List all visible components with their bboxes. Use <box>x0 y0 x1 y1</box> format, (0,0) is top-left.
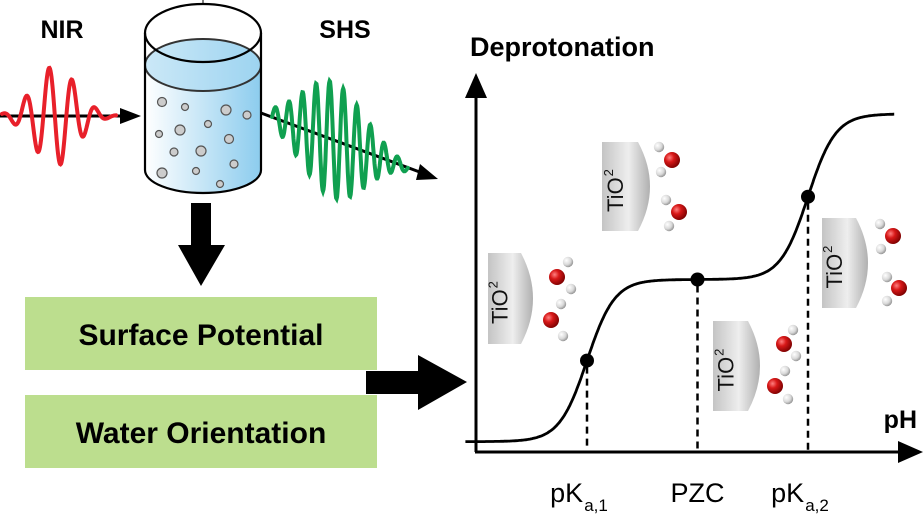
oxygen-atom <box>885 228 901 244</box>
beaker-wall <box>143 33 263 195</box>
tio2-inset-0: TiO2 <box>486 253 577 344</box>
hydrogen-atom <box>565 283 577 295</box>
incident-arrow-head <box>120 108 141 124</box>
water-molecule <box>767 365 794 405</box>
hydrogen-atom <box>787 324 799 336</box>
oxygen-atom <box>543 312 559 328</box>
x-axis-arrow <box>898 441 923 463</box>
marker-point-1 <box>690 272 705 287</box>
scattered-arrow-shaft <box>260 111 426 176</box>
water-molecule <box>543 298 569 342</box>
water-surface <box>144 38 262 92</box>
hydrogen-atom <box>653 141 665 153</box>
oxygen-atom <box>767 378 783 394</box>
hydrogen-atom <box>655 166 667 178</box>
water-molecule <box>549 256 577 295</box>
particle <box>203 119 213 129</box>
particle <box>154 129 164 139</box>
tio2-slab <box>602 142 650 231</box>
oxygen-atom <box>549 269 565 285</box>
marker-guides <box>585 202 810 450</box>
down-arrow <box>178 203 225 286</box>
tio2-label-sub: 2 <box>712 349 727 356</box>
deprotonation-curve <box>465 112 895 443</box>
particle <box>229 159 239 169</box>
water-molecule <box>881 271 907 307</box>
oxygen-atom <box>664 152 680 168</box>
x-axis-label: pH <box>884 406 917 434</box>
tio2-label-sub: 2 <box>486 281 501 288</box>
hydrogen-atom <box>875 243 887 255</box>
y-axis-label: Deprotonation <box>470 32 654 62</box>
water-orientation-label: Water Orientation <box>76 417 327 450</box>
hydrogen-atom <box>874 218 886 230</box>
water-molecule <box>776 324 802 362</box>
water-molecule <box>874 218 901 255</box>
marker-labels: pKa,1 PZC pKa,2 <box>550 478 829 515</box>
experiment-setup: NIR SHS <box>0 0 438 286</box>
marker-label-1: PZC <box>671 478 725 508</box>
tio2-label-sub: 2 <box>601 169 616 176</box>
hydrogen-atom <box>881 295 893 307</box>
oxygen-atom <box>891 280 907 296</box>
hydrogen-atom <box>555 298 567 310</box>
scattered-beam <box>260 76 438 204</box>
beaker <box>143 0 263 195</box>
outcome-boxes: Surface Potential Water Orientation <box>25 297 467 468</box>
surface-potential-label: Surface Potential <box>78 319 323 352</box>
hydrogen-atom <box>562 256 574 268</box>
marker-label-0: pKa,1 <box>550 478 608 515</box>
tio2-label-sub: 2 <box>820 246 835 253</box>
tio2-inset-1: TiO2 <box>601 141 687 232</box>
right-arrow <box>366 355 467 410</box>
incident-beam <box>0 65 141 167</box>
shs-wave <box>270 76 410 204</box>
oxygen-atom <box>671 204 687 220</box>
hydrogen-atom <box>782 393 794 405</box>
hydrogen-atom <box>881 271 893 283</box>
particle <box>195 145 207 157</box>
tio2-slab <box>822 218 868 308</box>
particle <box>174 124 186 136</box>
y-axis-arrow <box>465 73 487 98</box>
hydrogen-atom <box>557 330 569 342</box>
water-orientation-box <box>25 395 377 468</box>
water-molecule <box>653 141 680 178</box>
hydrogen-atom <box>790 350 802 362</box>
marker-point-2 <box>801 189 815 204</box>
particle <box>169 147 179 157</box>
shs-label: SHS <box>319 16 370 44</box>
tio2-slab <box>488 253 533 344</box>
marker-point-0 <box>580 353 594 368</box>
nir-label: NIR <box>40 16 83 44</box>
particles <box>154 96 252 189</box>
particle <box>191 166 201 176</box>
particle <box>156 96 168 108</box>
marker-label-2: pKa,2 <box>771 478 829 515</box>
marker-label-sub-2: a,2 <box>805 496 829 515</box>
particle <box>223 133 235 145</box>
particle <box>220 104 232 116</box>
marker-points <box>580 189 815 368</box>
hydrogen-atom <box>663 220 675 232</box>
surface-potential-box <box>25 297 377 370</box>
water-molecule <box>660 194 687 232</box>
particle <box>242 110 252 120</box>
marker-label-sub-0: a,1 <box>584 496 608 515</box>
particle <box>180 102 190 112</box>
particle <box>215 179 225 189</box>
tio2-inset-2: TiO2 <box>712 321 802 411</box>
tio2-inset-3: TiO2 <box>820 218 907 308</box>
scattered-arrow-head <box>416 164 438 180</box>
hydrogen-atom <box>660 194 672 206</box>
hydrogen-atom <box>779 365 791 377</box>
tio2-slab <box>713 321 760 411</box>
oxygen-atom <box>776 336 792 352</box>
particle <box>156 167 168 179</box>
nir-wave <box>0 65 118 167</box>
